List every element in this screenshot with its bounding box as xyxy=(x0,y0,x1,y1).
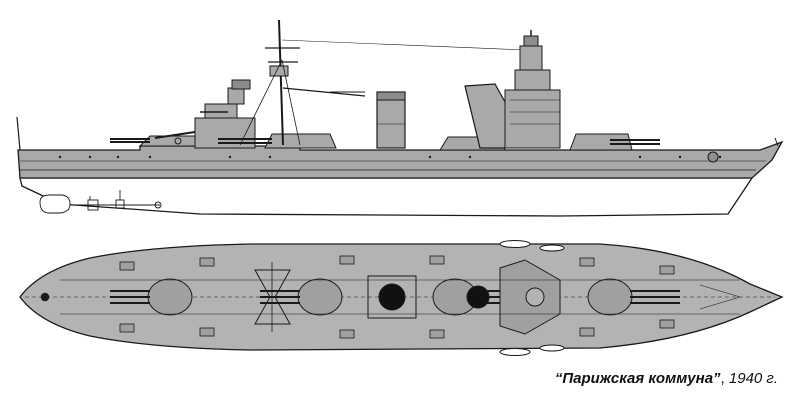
mast-plan xyxy=(254,262,291,332)
turret-stern xyxy=(110,135,201,147)
drawing-caption: “Парижская коммуна”, 1940 г. xyxy=(555,370,778,387)
plan-view xyxy=(19,240,784,356)
boats xyxy=(499,240,565,356)
turret-plan-4 xyxy=(587,278,680,316)
anchor-hawse xyxy=(707,151,719,163)
funnel-top-fore xyxy=(466,285,490,309)
forward-superstructure xyxy=(464,30,561,149)
upper-hull xyxy=(17,140,784,179)
ship-name: “Парижская коммуна” xyxy=(554,370,721,387)
turret-plan-1 xyxy=(110,278,193,316)
main-mast xyxy=(239,19,526,146)
stern-flagstaff xyxy=(16,116,21,151)
funnel-casing-aft xyxy=(367,275,417,319)
bow-jackstaff xyxy=(774,137,779,147)
stern-gear xyxy=(39,190,162,214)
funnel-top-aft xyxy=(378,283,406,311)
caption-year: 1940 г. xyxy=(728,370,778,387)
side-profile-view xyxy=(16,19,784,217)
portholes xyxy=(58,155,722,159)
funnel xyxy=(376,91,406,149)
turret-bow xyxy=(569,133,660,151)
lower-hull xyxy=(19,177,754,217)
tower-plan xyxy=(499,259,561,335)
secondary-guns xyxy=(119,255,675,339)
deck-details xyxy=(40,279,742,315)
caption-separator: , xyxy=(720,370,729,387)
